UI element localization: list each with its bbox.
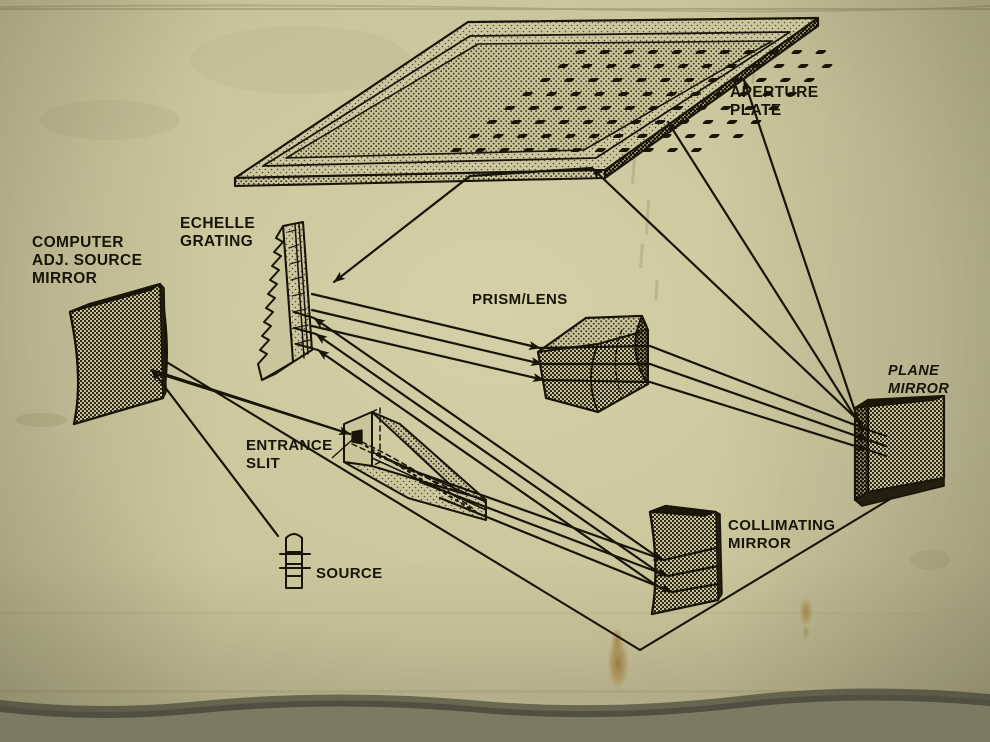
label-line: GRATING (180, 233, 253, 250)
ray-prism-to-plane-mirror-2 (648, 362, 870, 442)
ray-collimating-to-grating-2 (314, 332, 660, 574)
ray-plate-to-grating (332, 174, 472, 284)
aperture-plate[interactable] (233, 16, 845, 188)
label-line: MIRROR (32, 270, 97, 287)
source-lamp[interactable] (279, 533, 311, 589)
paper-stains (15, 26, 950, 690)
label-line: MIRROR (728, 535, 791, 552)
label-line: SOURCE (316, 565, 383, 582)
ray-plane-mirror-to-plate-2 (666, 120, 864, 430)
aperture-holes (451, 50, 833, 152)
computer-adj-source-mirror[interactable] (68, 282, 168, 426)
label-plane-mirror: PLANE MIRROR (888, 363, 949, 397)
light-rays (150, 78, 870, 594)
ray-slit-to-collimating-2 (418, 480, 670, 578)
label-line: PLANE (888, 363, 940, 379)
label-collimating-mirror: COLLIMATING MIRROR (728, 517, 835, 552)
light-ray-extensions (150, 166, 888, 594)
label-echelle-grating: ECHELLE GRATING (180, 215, 255, 250)
leader-line (331, 439, 353, 459)
ray-slit-to-collimating-3 (438, 496, 674, 594)
label-prism-lens: PRISM/LENS (472, 291, 568, 308)
ray-plane-mirror-to-plate-3 (742, 78, 864, 434)
ray-grating-to-prism-1 (310, 292, 542, 350)
label-line: MIRROR (888, 381, 949, 397)
ray-collimating-to-grating-1 (312, 316, 658, 558)
label-line: COMPUTER (32, 234, 124, 251)
ray-source-to-source-mirror (150, 368, 280, 538)
label-line: APERTURE (730, 84, 818, 101)
label-line: SLIT (246, 455, 280, 472)
label-entrance-slit: ENTRANCE SLIT (246, 437, 353, 472)
entrance-slit[interactable] (343, 407, 487, 521)
label-aperture-plate: APERTURE PLATE (730, 84, 818, 119)
label-computer-adj-source-mirror: COMPUTER ADJ. SOURCE MIRROR (32, 234, 142, 287)
ray-plane-mirror-to-plate-1 (590, 166, 864, 426)
echelle-grating[interactable] (257, 221, 313, 381)
paper-bottom-edge (0, 688, 990, 719)
ray-grating-to-prism-2 (310, 308, 544, 366)
label-line: ENTRANCE (246, 437, 333, 454)
ray-prism-to-plane-mirror-1 (648, 344, 870, 432)
label-line: PRISM/LENS (472, 291, 568, 308)
ray-prism-to-plane-mirror-3 (648, 380, 870, 452)
ray-grating-to-prism-3 (310, 324, 546, 382)
label-source: SOURCE (316, 565, 383, 582)
label-line: ADJ. SOURCE (32, 252, 142, 269)
ray-collimating-to-grating-3 (316, 348, 662, 590)
label-line: PLATE (730, 102, 782, 119)
diagram-labels: COMPUTER ADJ. SOURCE MIRROR ECHELLE GRAT… (32, 84, 949, 582)
label-line: COLLIMATING (728, 517, 835, 534)
label-line: ECHELLE (180, 215, 255, 232)
